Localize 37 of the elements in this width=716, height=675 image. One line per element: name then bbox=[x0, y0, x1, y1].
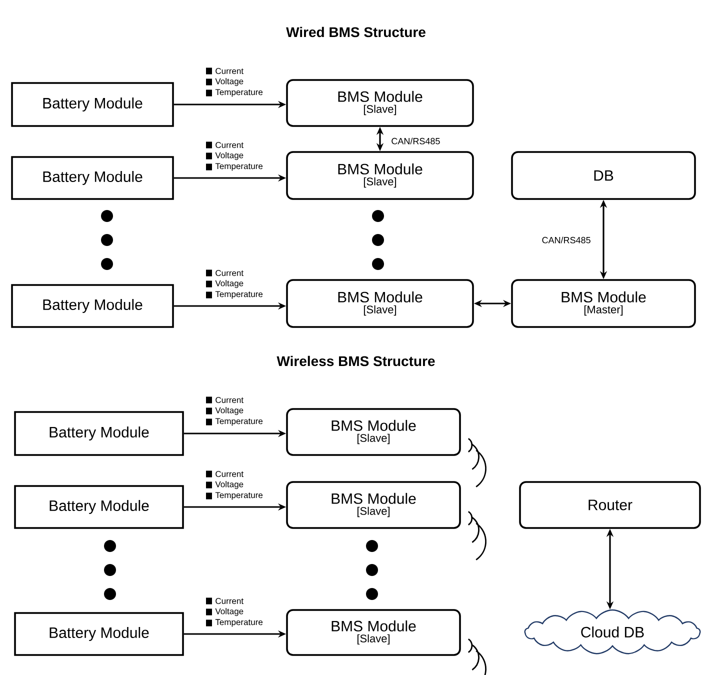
edge-label: CAN/RS485 bbox=[540, 236, 592, 244]
sensor-label: Voltage bbox=[215, 481, 244, 489]
module-box: Battery Module bbox=[11, 284, 174, 328]
sensor-label: Current bbox=[216, 397, 244, 403]
rounded-box: BMS Module [Slave] bbox=[286, 481, 461, 529]
sensor-label: Temperature bbox=[215, 418, 263, 426]
edge-label: CAN/RS485 bbox=[390, 136, 442, 146]
module-box: Battery Module bbox=[14, 612, 184, 656]
rounded-box: BMS Module [Master] bbox=[511, 279, 696, 328]
sensor-label: Voltage bbox=[215, 152, 244, 160]
sensor-label: Voltage bbox=[215, 608, 244, 616]
sensor-label: Current bbox=[216, 68, 244, 74]
rounded-box: BMS Module [Slave] bbox=[286, 79, 474, 127]
rounded-box: BMS Module [Slave] bbox=[286, 279, 474, 328]
sensor-label: Temperature bbox=[215, 89, 263, 97]
sensor-label: Temperature bbox=[215, 291, 263, 299]
rounded-box: BMS Module [Slave] bbox=[286, 408, 461, 456]
sensor-label: Temperature bbox=[215, 492, 263, 500]
section-heading: Wireless BMS Structure bbox=[276, 356, 435, 366]
sensor-label: Current bbox=[216, 270, 244, 276]
sensor-label: Voltage bbox=[215, 78, 244, 86]
sensor-label: Voltage bbox=[215, 280, 244, 288]
sensor-label: Current bbox=[216, 598, 244, 604]
rounded-box: DB bbox=[511, 151, 696, 200]
module-box: Battery Module bbox=[14, 485, 184, 529]
sensor-label: Current bbox=[216, 142, 244, 148]
module-box: Battery Module bbox=[11, 82, 174, 127]
section-heading: Wired BMS Structure bbox=[286, 26, 426, 38]
sensor-label: Current bbox=[216, 471, 244, 477]
rounded-box: BMS Module [Slave] bbox=[286, 609, 461, 656]
sensor-label: Voltage bbox=[215, 407, 244, 415]
module-box: Battery Module bbox=[14, 411, 184, 456]
rounded-box: Router bbox=[519, 481, 701, 529]
sensor-label: Temperature bbox=[215, 163, 263, 171]
sensor-label: Temperature bbox=[215, 619, 263, 627]
module-box: Battery Module bbox=[11, 156, 174, 200]
rounded-box: BMS Module [Slave] bbox=[286, 151, 474, 200]
